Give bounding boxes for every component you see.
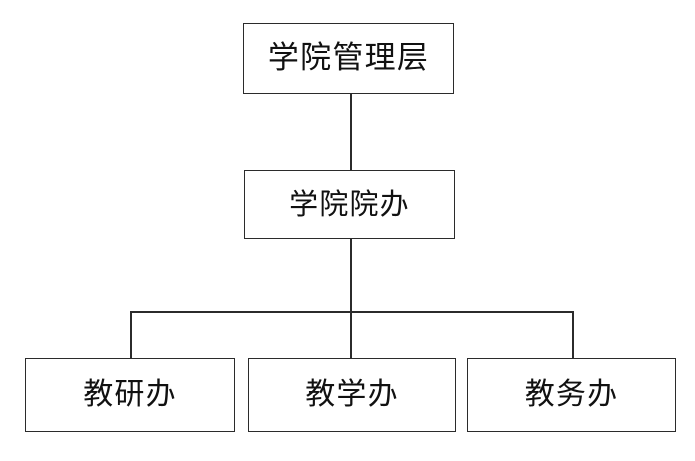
org-node-research-office[interactable]: 教研办 — [25, 358, 235, 432]
org-node-college-office[interactable]: 学院院办 — [244, 170, 455, 239]
org-node-label: 学院院办 — [289, 187, 410, 221]
connector-bus-to-teaching-office — [350, 311, 352, 359]
connector-horizontal-bus — [131, 311, 574, 313]
connector-top-to-office — [350, 93, 352, 171]
org-node-label: 教研办 — [83, 377, 177, 412]
org-node-label: 教学办 — [305, 377, 399, 412]
connector-bus-to-academic-affairs-office — [572, 311, 574, 359]
org-node-top-management[interactable]: 学院管理层 — [243, 23, 454, 94]
org-node-label: 教务办 — [524, 377, 619, 412]
org-node-teaching-office[interactable]: 教学办 — [248, 358, 456, 432]
connector-office-to-bus — [350, 238, 352, 313]
org-node-label: 学院管理层 — [267, 40, 430, 76]
connector-bus-to-research-office — [130, 311, 132, 359]
org-node-academic-affairs-office[interactable]: 教务办 — [467, 358, 676, 432]
